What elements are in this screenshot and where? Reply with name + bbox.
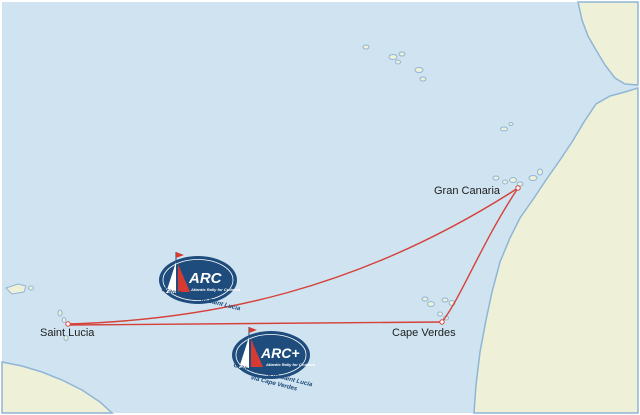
arc-plus-logo-subtitle: Atlantic Rally for Cruisers: [265, 362, 316, 367]
arc-logo-text: ARC: [188, 270, 223, 287]
cape-verdes-label: Cape Verdes: [392, 327, 456, 339]
sail-icon: [239, 337, 249, 368]
sailing-routes: [67, 187, 519, 326]
arc-plus-route-line-leg2: [67, 321, 443, 326]
canary-islands: [492, 168, 543, 187]
azores-islands: [362, 44, 427, 82]
arc-plus-logo-text: ARC+: [260, 345, 300, 361]
flag-icon: [176, 252, 184, 258]
saint-lucia-marker: [65, 321, 71, 327]
madeira-islands: [500, 122, 514, 132]
arc-route-line: [67, 187, 519, 325]
cape-verdes-marker: [439, 319, 445, 325]
arc-logo-subtitle: Atlantic Rally for Cruisers: [190, 287, 241, 292]
gran-canaria-label: Gran Canaria: [434, 185, 501, 197]
arc-plus-route-line-leg1: [441, 187, 519, 323]
africa-landmass: [473, 86, 639, 414]
saint-lucia-label: Saint Lucia: [40, 327, 95, 339]
caribbean-islands: [5, 283, 69, 341]
gran-canaria-marker: [515, 185, 521, 191]
sail-icon: [166, 262, 176, 293]
south-america-landmass: [1, 361, 114, 414]
europe-landmass: [577, 1, 639, 86]
flag-icon: [249, 327, 257, 333]
